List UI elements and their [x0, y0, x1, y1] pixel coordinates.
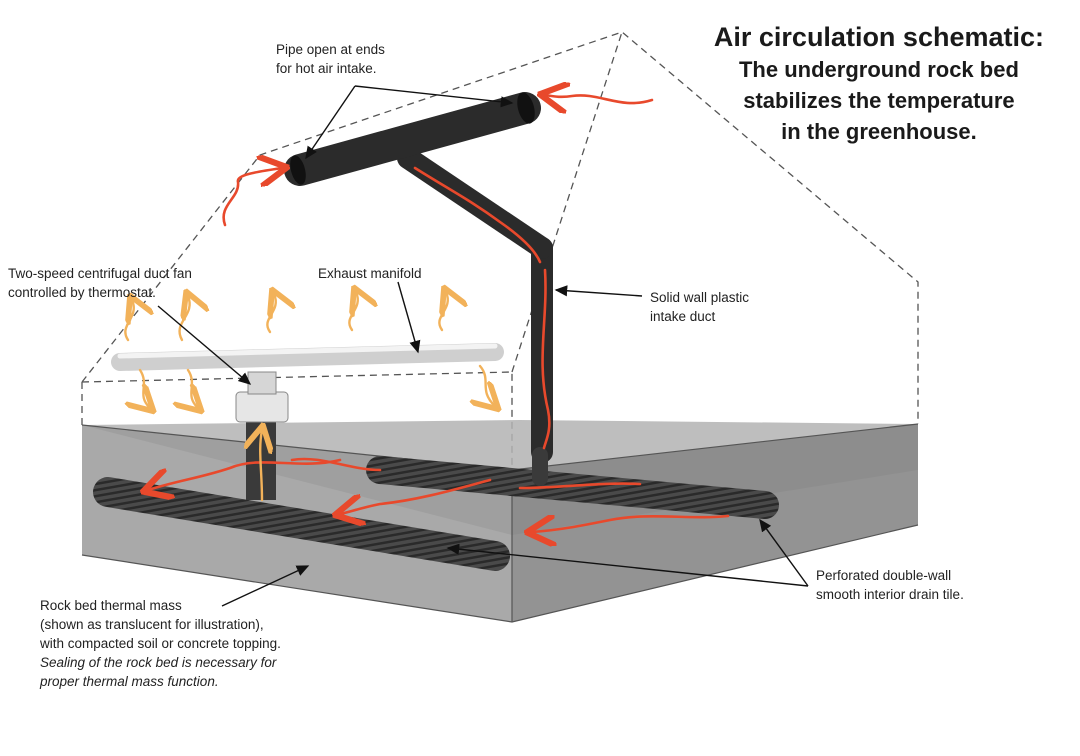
rock-bed-label-line-2: (shown as translucent for illustration), — [40, 617, 264, 632]
title-line-1: Air circulation schematic: — [713, 22, 1044, 52]
pipe-open-label-line-2: for hot air intake. — [276, 61, 377, 76]
intake-duct-label-line-2: intake duct — [650, 309, 716, 324]
exhaust-manifold-label: Exhaust manifold — [318, 266, 422, 281]
fan-label: Two-speed centrifugal duct fan controlle… — [8, 264, 192, 302]
pipe-open-label: Pipe open at ends for hot air intake. — [276, 40, 385, 78]
hot-air-arrows — [148, 95, 730, 532]
drain-tile-front — [93, 477, 510, 571]
top-intake-pipe — [284, 92, 541, 186]
rock-bed-label-line-5: proper thermal mass function. — [40, 674, 219, 689]
drain-tile-label-line-2: smooth interior drain tile. — [816, 587, 964, 602]
drain-tile-label-line-1: Perforated double-wall — [816, 568, 952, 583]
pipe-open-label-line-1: Pipe open at ends — [276, 42, 385, 57]
title-line-4: in the greenhouse. — [781, 119, 977, 144]
intake-duct-label-line-1: Solid wall plastic — [650, 290, 750, 305]
diagram-title: Air circulation schematic: The undergrou… — [714, 20, 1044, 147]
fan-label-line-2: controlled by thermostat. — [8, 285, 156, 300]
drain-tile-label: Perforated double-wall smooth interior d… — [816, 566, 964, 604]
drain-tile-back — [366, 456, 779, 519]
rock-bed-label-line-4: Sealing of the rock bed is necessary for — [40, 655, 277, 670]
intake-duct-label: Solid wall plastic intake duct — [650, 288, 749, 326]
title-line-2: The underground rock bed — [738, 57, 1019, 82]
rock-bed-label-line-1: Rock bed thermal mass — [40, 598, 182, 613]
callout-lines — [157, 85, 809, 607]
exhaust-manifold — [111, 343, 504, 371]
rock-bed-label: Rock bed thermal mass (shown as transluc… — [40, 596, 281, 691]
rock-bed-label-line-3: with compacted soil or concrete topping. — [40, 636, 281, 651]
warm-air-arrows — [124, 292, 495, 502]
fan-label-line-1: Two-speed centrifugal duct fan — [8, 266, 192, 281]
title-line-3: stabilizes the temperature — [743, 88, 1015, 113]
greenhouse-outline — [81, 31, 919, 500]
